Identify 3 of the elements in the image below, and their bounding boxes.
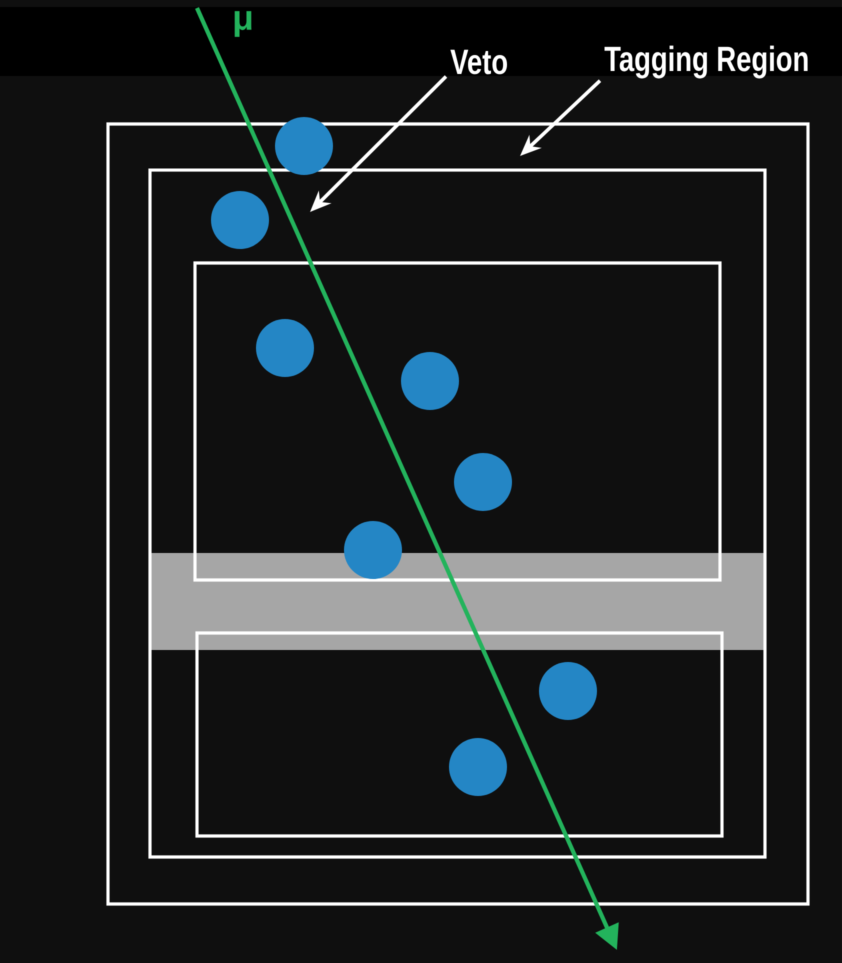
region-label: Tagging Region xyxy=(604,46,808,78)
region-label: Veto xyxy=(450,50,507,74)
track-label: μ xyxy=(234,11,252,37)
